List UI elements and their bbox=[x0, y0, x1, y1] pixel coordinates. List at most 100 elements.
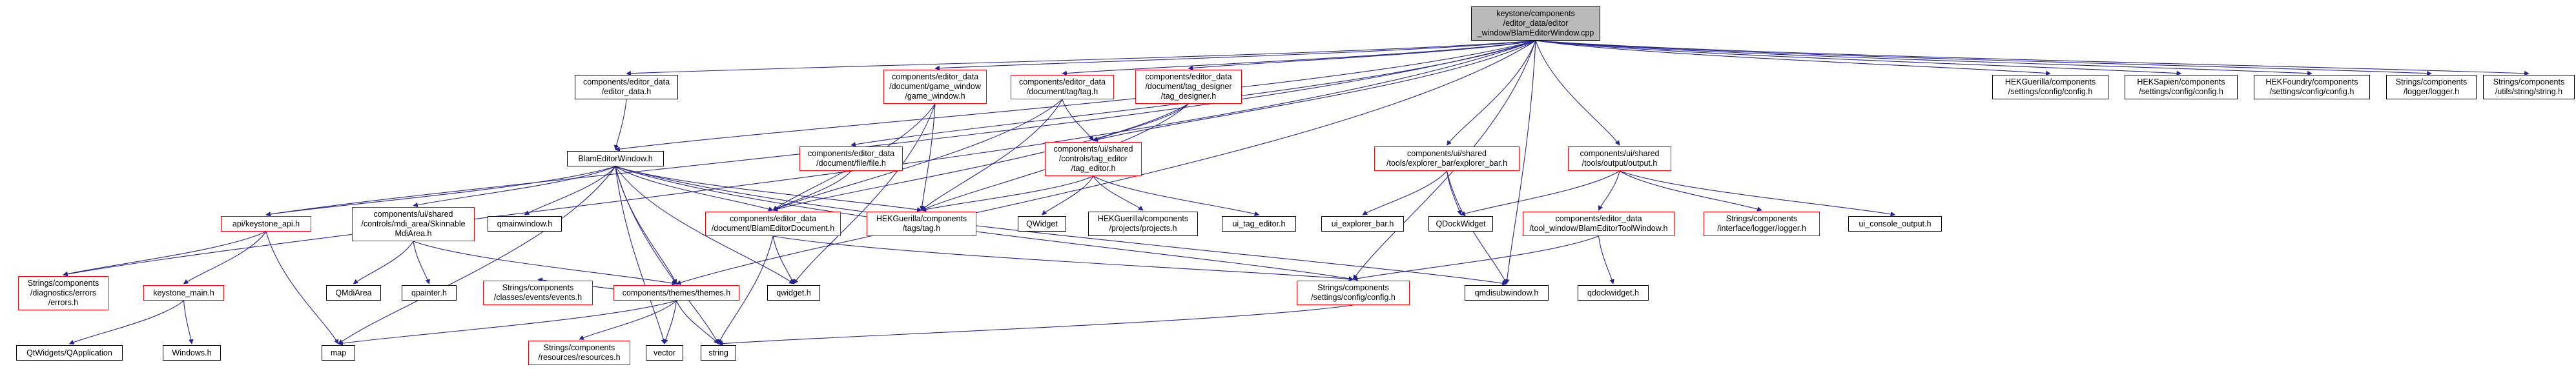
graph-node-vector_inc[interactable]: vector bbox=[646, 345, 683, 361]
include-edge-keystone_api_h--keystone_main_h bbox=[183, 231, 267, 284]
graph-node-file_h[interactable]: components/editor_data /document/file/fi… bbox=[799, 146, 903, 171]
include-edge-blameditorwindow_h--qwidget_h bbox=[615, 166, 794, 284]
include-edge-cpp_main--errors_h bbox=[63, 40, 1536, 277]
include-edge-cpp_main--strings_logger_h bbox=[1535, 40, 2432, 76]
include-edge-cpp_main--tag_editor_h bbox=[1093, 40, 1536, 143]
include-edge-skinnable_mdi--qmdiarea_class bbox=[353, 241, 414, 284]
include-edge-skinnable_mdi--qpainter_h bbox=[413, 241, 430, 284]
graph-node-editor_data_h[interactable]: components/editor_data /editor_data.h bbox=[575, 75, 678, 99]
graph-node-doc_tag_h[interactable]: components/editor_data /document/tag/tag… bbox=[1011, 75, 1114, 99]
graph-node-qpainter_h[interactable]: qpainter.h bbox=[402, 285, 457, 301]
graph-node-strings_logger_h[interactable]: Strings/components /logger/logger.h bbox=[2386, 75, 2477, 99]
include-edge-explorer_bar_h--qdockwidget_class bbox=[1446, 170, 1462, 215]
include-edge-blameditortoolwindow_h--strings_config_h bbox=[1352, 235, 1599, 281]
graph-node-skinnable_mdi[interactable]: components/ui/shared /controls/mdi_area/… bbox=[352, 207, 475, 241]
include-edge-cpp_main--strings_config_h bbox=[1353, 40, 1536, 280]
graph-node-hekguerilla_projects_h[interactable]: HEKGuerilla/components /projects/project… bbox=[1088, 212, 1198, 236]
include-edge-cpp_main--output_h bbox=[1535, 40, 1620, 146]
include-edge-blameditorwindow_h--keystone_api_h bbox=[265, 166, 616, 217]
graph-node-strings_string_h[interactable]: Strings/components /utils/string/string.… bbox=[2483, 75, 2575, 99]
include-edge-tag_designer_h--tag_editor_h bbox=[1093, 103, 1189, 141]
graph-node-resources_h[interactable]: Strings/components /resources/resources.… bbox=[528, 341, 630, 365]
graph-node-map_inc[interactable]: map bbox=[322, 345, 355, 361]
include-edge-doc_tag_h--blameditordocument_h bbox=[772, 99, 1063, 211]
graph-node-qmdisubwindow_h[interactable]: qmdisubwindow.h bbox=[1465, 285, 1549, 301]
include-edge-blameditorwindow_h--hekguerilla_tags_tag_h bbox=[615, 166, 922, 212]
include-edge-themes_h--resources_h bbox=[579, 300, 677, 340]
graph-node-keystone_api_h[interactable]: api/keystone_api.h bbox=[221, 216, 311, 232]
graph-node-themes_h[interactable]: components/themes/themes.h bbox=[613, 285, 739, 301]
include-edge-keystone_main_h--windows_h bbox=[183, 300, 194, 344]
include-edge-cpp_main--qmdisubwindow_h bbox=[1504, 40, 1536, 284]
include-edge-doc_tag_h--tag_editor_h bbox=[1062, 99, 1094, 141]
include-edge-skinnable_mdi--themes_h bbox=[413, 241, 677, 286]
graph-node-qwidget_h[interactable]: qwidget.h bbox=[767, 285, 820, 301]
include-edge-strings_config_h--string_inc bbox=[717, 304, 1354, 346]
include-edge-file_h--blameditordocument_h bbox=[772, 170, 852, 211]
include-edge-blameditortoolwindow_h--qdockwidget_h bbox=[1598, 235, 1614, 284]
include-edge-cpp_main--game_window_h bbox=[934, 40, 1536, 71]
include-edge-themes_h--string_inc bbox=[675, 300, 719, 344]
include-edge-output_h--ui_console_output_h bbox=[1619, 170, 1896, 217]
edges-group bbox=[63, 40, 2530, 346]
include-edge-cpp_main--heksapien_config_h bbox=[1535, 40, 2182, 76]
include-edge-blameditordocument_h--string_inc bbox=[717, 235, 774, 344]
graph-node-game_window_h[interactable]: components/editor_data /document/game_wi… bbox=[883, 70, 987, 104]
graph-node-heksapien_config_h[interactable]: HEKSapien/components /settings/config/co… bbox=[2125, 75, 2238, 99]
include-edge-blameditorwindow_h--skinnable_mdi bbox=[413, 166, 616, 208]
graph-node-hekguerilla_tags_tag_h[interactable]: HEKGuerilla/components /tags/tag.h bbox=[867, 212, 976, 236]
graph-node-ui_explorer_bar_h[interactable]: ui_explorer_bar.h bbox=[1321, 216, 1404, 232]
include-edge-cpp_main--doc_tag_h bbox=[1062, 40, 1536, 76]
include-edge-blameditorwindow_h--qmainwindow_h bbox=[524, 166, 616, 215]
include-edge-explorer_bar_h--qmdisubwindow_h bbox=[1446, 170, 1507, 284]
graph-node-hekguerilla_config_h[interactable]: HEKGuerilla/components /settings/config/… bbox=[1992, 75, 2108, 99]
include-edge-tag_designer_h--blameditordocument_h bbox=[772, 103, 1189, 212]
graph-node-string_inc[interactable]: string bbox=[701, 345, 736, 361]
graph-node-qdockwidget_class[interactable]: QDockWidget bbox=[1428, 216, 1493, 232]
graph-node-qdockwidget_h[interactable]: qdockwidget.h bbox=[1578, 285, 1649, 301]
graph-node-blameditorwindow_h[interactable]: BlamEditorWindow.h bbox=[567, 151, 664, 166]
include-edge-editor_data_h--blameditorwindow_h bbox=[613, 99, 627, 150]
include-edge-cpp_main--hekguerilla_config_h bbox=[1535, 40, 2051, 76]
graph-node-qtwidgets_qapplication[interactable]: QtWidgets/QApplication bbox=[16, 345, 123, 361]
include-edge-output_h--blameditortoolwindow_h bbox=[1598, 170, 1620, 211]
graph-node-ui_tag_editor_h[interactable]: ui_tag_editor.h bbox=[1222, 216, 1296, 232]
include-edge-cpp_main--explorer_bar_h bbox=[1447, 40, 1536, 146]
include-edge-keystone_api_h--map_inc bbox=[265, 231, 339, 344]
graph-node-strings_config_h[interactable]: Strings/components /settings/config/conf… bbox=[1297, 281, 1410, 305]
graph-node-strings_events_h[interactable]: Strings/components /classes/events/event… bbox=[483, 281, 593, 305]
include-edge-tag_editor_h--hekguerilla_projects_h bbox=[1093, 175, 1144, 211]
include-edge-cpp_main--blameditorwindow_h bbox=[615, 40, 1536, 152]
include-edge-blameditorwindow_h--strings_config_h bbox=[615, 166, 1354, 281]
graph-node-hekfoundry_config_h[interactable]: HEKFoundry/components /settings/config/c… bbox=[2254, 75, 2370, 99]
include-edge-tag_editor_h--ui_tag_editor_h bbox=[1093, 175, 1260, 217]
include-edge-cpp_main--themes_h bbox=[675, 40, 1536, 285]
graph-node-errors_h[interactable]: Strings/components /diagnostics/errors /… bbox=[18, 276, 108, 310]
graph-node-keystone_main_h[interactable]: keystone_main.h bbox=[143, 285, 224, 301]
graph-node-strings_iface_logger_h[interactable]: Strings/components /interface/logger/log… bbox=[1704, 212, 1820, 236]
include-edge-game_window_h--qwidget_h bbox=[793, 103, 936, 284]
include-edge-game_window_h--hekguerilla_tags_tag_h bbox=[919, 103, 936, 211]
graph-node-qmainwindow_h[interactable]: qmainwindow.h bbox=[488, 216, 562, 232]
include-edge-blameditorwindow_h--vector_inc bbox=[615, 166, 666, 344]
include-edge-blameditorwindow_h--map_inc bbox=[338, 166, 616, 344]
graph-node-blameditordocument_h[interactable]: components/editor_data /document/BlamEdi… bbox=[705, 212, 841, 236]
include-edge-blameditorwindow_h--string_inc bbox=[615, 166, 719, 344]
graph-node-output_h[interactable]: components/ui/shared /tools/output/outpu… bbox=[1568, 146, 1671, 171]
graph-node-ui_console_output_h[interactable]: ui_console_output.h bbox=[1848, 216, 1942, 232]
graph-node-tag_editor_h[interactable]: components/ui/shared /controls/tag_edito… bbox=[1045, 142, 1142, 176]
include-edge-output_h--strings_iface_logger_h bbox=[1619, 170, 1762, 212]
include-edge-cpp_main--keystone_api_h bbox=[265, 40, 1536, 217]
graph-node-qmdiarea_class[interactable]: QMdiArea bbox=[326, 285, 381, 301]
include-edge-blameditordocument_h--strings_config_h bbox=[772, 235, 1354, 282]
include-edge-keystone_api_h--errors_h bbox=[63, 231, 267, 277]
include-edge-cpp_main--tag_designer_h bbox=[1188, 40, 1536, 71]
include-edge-blameditorwindow_h--themes_h bbox=[615, 166, 677, 284]
graph-node-windows_h[interactable]: Windows.h bbox=[163, 345, 221, 361]
graph-node-blameditortoolwindow_h[interactable]: components/editor_data /tool_window/Blam… bbox=[1523, 212, 1674, 236]
graph-node-tag_designer_h[interactable]: components/editor_data /document/tag_des… bbox=[1135, 70, 1242, 104]
graph-node-explorer_bar_h[interactable]: components/ui/shared /tools/explorer_bar… bbox=[1374, 146, 1520, 171]
graph-node-qwidget_class[interactable]: QWidget bbox=[1018, 216, 1066, 232]
include-edge-blameditordocument_h--qwidget_h bbox=[772, 235, 795, 284]
